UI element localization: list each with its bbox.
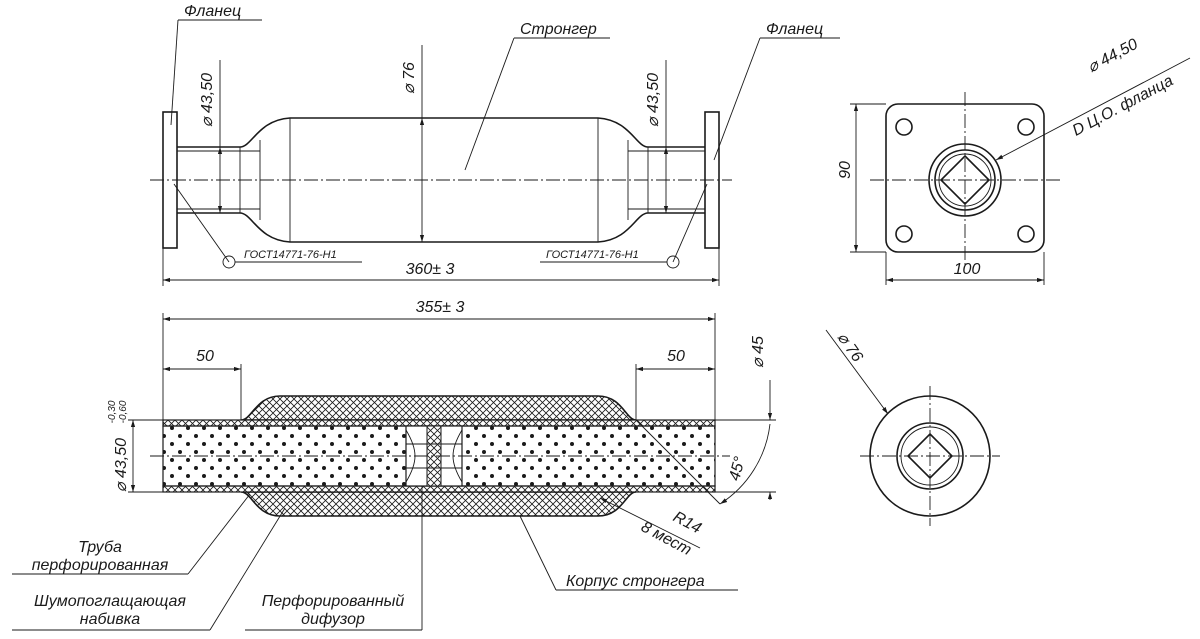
label-packing-1: Шумопоглащающая [34,593,186,610]
label-flange-bore: D Ц.О. фланца [1070,72,1176,139]
dim-dia-4350-right: ⌀ 43,50 [645,73,662,127]
packing-top [240,395,637,421]
side-view: ⌀ 76 ⌀ 43,50 ⌀ 43,50 360± 3 Фланец Строн… [150,3,840,286]
dim-flange-width: 100 [954,261,981,278]
dim-dia-4350-left: ⌀ 43,50 [199,73,216,127]
dim-tol-lower: -0,60 [118,400,129,423]
packing-bottom [240,491,637,517]
label-flange-right: Фланец [766,21,823,38]
dim-length-360: 360± 3 [406,261,455,278]
dim-flange-height: 90 [837,161,854,179]
label-packing-2: набивка [80,611,141,628]
dim-length-355: 355± 3 [416,299,465,316]
section-view: 355± 3 50 50 ⌀ 45 45° [12,299,776,631]
flange-front-view: 90 100 ⌀ 44,50 D Ц.О. фланца [837,36,1191,285]
label-weld-right: ГОСТ14771-76-Н1 [546,249,639,261]
dim-angle: 45° [726,454,749,482]
end-view: ⌀ 76 [825,329,1000,526]
bolt-hole [1017,225,1035,243]
dim-dia-76: ⌀ 76 [401,62,418,94]
dim-end-left: 50 [196,348,214,365]
dim-tube-dia: ⌀ 43,50 [113,438,130,492]
label-tube-1: Труба [78,539,122,556]
dim-end-right: 50 [667,348,685,365]
bolt-hole [895,225,913,243]
label-diffuser-2: дифузор [301,611,365,628]
bolt-hole [895,118,913,136]
bolt-hole [1017,118,1035,136]
label-body: Корпус стронгера [566,573,705,590]
dim-tol-upper: -0,30 [107,400,118,423]
label-weld-left: ГОСТ14771-76-Н1 [244,249,337,261]
label-diffuser-1: Перфорированный [262,593,405,610]
dim-dia-45: ⌀ 45 [750,336,767,368]
label-flange-left: Фланец [184,3,241,20]
dim-flange-bore: ⌀ 44,50 [1085,36,1141,76]
label-tube-2: перфорированная [32,557,169,574]
label-stronger: Стронгер [520,21,597,38]
